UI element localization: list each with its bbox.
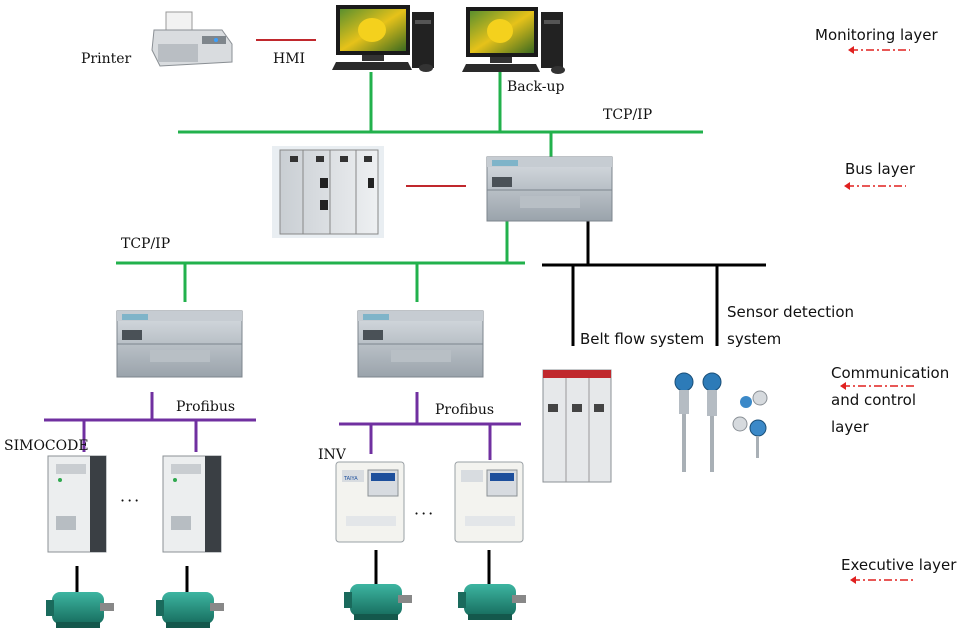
arrow-left-icon — [844, 182, 906, 190]
simocode-unit-1-icon — [47, 455, 107, 553]
inv-label: INV — [318, 447, 346, 463]
motor-2-icon — [156, 592, 224, 628]
comm-layer-label-line2: and control — [831, 391, 916, 409]
plc-left-icon — [116, 310, 243, 378]
ellipsis-left: ··· — [120, 491, 142, 510]
motor-3-icon — [344, 584, 412, 620]
belt-flow-label: Belt flow system — [580, 330, 705, 348]
backup-label: Back-up — [507, 79, 565, 95]
network-lines — [44, 39, 766, 592]
svg-text:TAIYA: TAIYA — [343, 476, 358, 482]
bus-layer-label: Bus layer — [845, 160, 916, 178]
motor-1-icon — [46, 592, 114, 628]
inverter-2-icon — [454, 461, 524, 543]
profibus-left-label: Profibus — [176, 399, 236, 415]
plc-main-icon — [486, 156, 613, 222]
switch-cabinet-icon — [272, 146, 384, 238]
arrow-left-icon — [848, 46, 910, 54]
backup-computer-icon — [462, 7, 565, 74]
tcpip-mid-label: TCP/IP — [121, 236, 171, 252]
executive-layer-label: Executive layer — [841, 556, 957, 574]
inverter-1-icon: TAIYA — [335, 461, 405, 543]
ellipsis-right: ··· — [414, 504, 436, 523]
profibus-right-label: Profibus — [435, 402, 495, 418]
tcpip-top-label: TCP/IP — [603, 107, 653, 123]
layer-arrows — [840, 46, 916, 584]
printer-label: Printer — [81, 51, 132, 67]
motor-4-icon — [458, 584, 526, 620]
arrow-left-icon — [840, 382, 916, 390]
printer-icon — [151, 11, 233, 67]
sensor-label-line1: Sensor detection — [727, 303, 855, 321]
hmi-computer-icon — [332, 5, 434, 72]
sensor-label-line2: system — [727, 330, 782, 348]
monitoring-layer-label: Monitoring layer — [815, 26, 938, 44]
belt-flow-cabinet-icon — [542, 369, 612, 483]
comm-layer-label-line1: Communication — [831, 364, 950, 382]
comm-layer-label-line3: layer — [831, 418, 869, 436]
arrow-left-icon — [850, 576, 916, 584]
simocode-label: SIMOCODE — [4, 438, 89, 454]
plc-right-icon — [357, 310, 484, 378]
simocode-unit-2-icon — [162, 455, 222, 553]
hmi-label: HMI — [273, 51, 306, 67]
sensor-transmitters-icon — [674, 372, 768, 472]
